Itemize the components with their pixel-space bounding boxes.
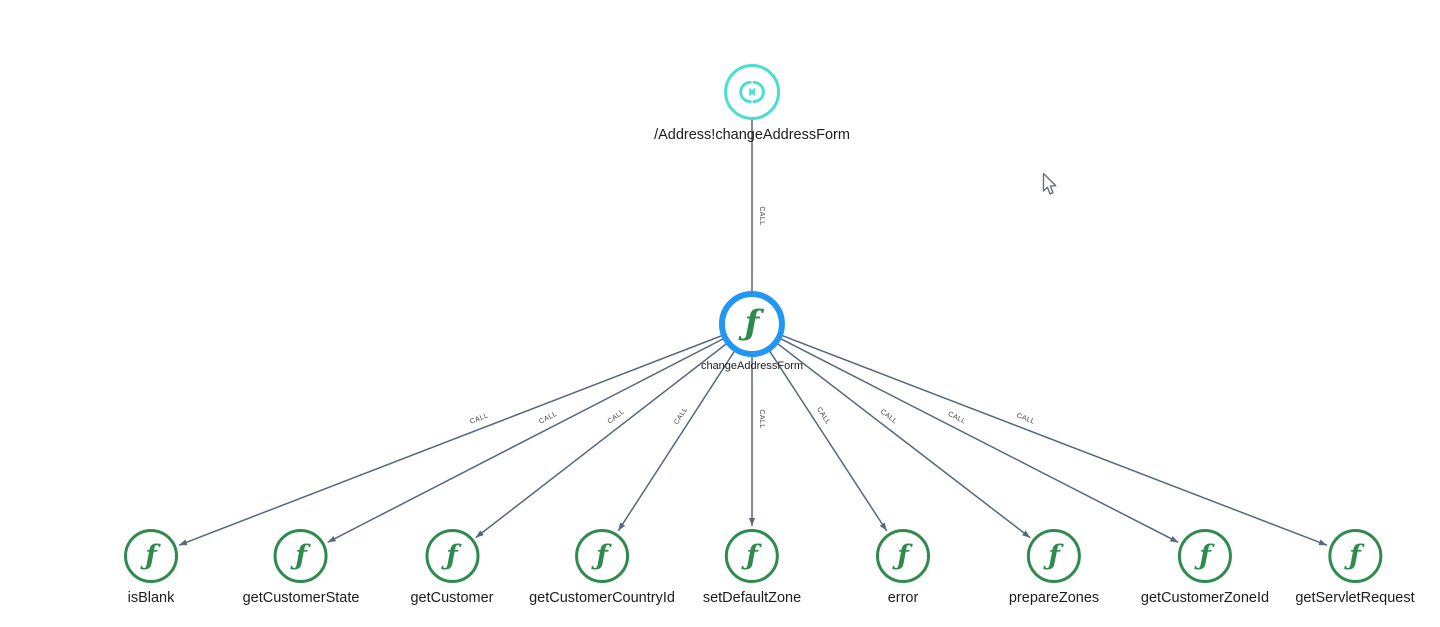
call-edge-label: CALL: [538, 411, 558, 426]
http-request-node[interactable]: /Address!changeAddressForm: [654, 64, 850, 143]
function-icon: ƒ: [295, 539, 307, 571]
function-label: setDefaultZone: [702, 590, 802, 606]
function-label: getCustomerState: [242, 590, 360, 606]
function-circle: ƒ: [876, 529, 930, 583]
http-request-circle: [724, 64, 780, 120]
function-label: error: [887, 590, 919, 606]
call-edge: [751, 323, 1328, 546]
function-circle: ƒ: [1327, 529, 1382, 583]
function-node-error[interactable]: ƒ error: [876, 529, 930, 606]
function-label: getCustomer: [410, 590, 494, 606]
function-icon: ƒ: [446, 539, 458, 571]
function-node-setDefaultZone[interactable]: ƒ setDefaultZone: [703, 529, 801, 606]
function-label: isBlank: [127, 590, 175, 606]
function-node-getCustomer[interactable]: ƒ getCustomer: [410, 529, 494, 606]
function-circle: ƒ: [575, 529, 629, 583]
http-request-label: /Address!changeAddressForm: [654, 127, 850, 143]
call-edge-label: CALL: [758, 206, 765, 225]
selected-function-node-changeAddressForm[interactable]: ƒ changeAddressForm: [701, 291, 803, 372]
function-node-prepareZones[interactable]: ƒ prepareZones: [1009, 529, 1099, 606]
function-circle: ƒ: [1027, 529, 1081, 583]
call-edge-label: CALL: [758, 409, 765, 428]
function-icon: ƒ: [1349, 539, 1361, 571]
call-edge-label: CALL: [1015, 412, 1035, 425]
call-edge-label: CALL: [469, 412, 489, 425]
function-circle: ƒ: [1178, 529, 1232, 583]
selected-function-circle: ƒ: [718, 291, 785, 357]
function-label: getCustomerZoneId: [1140, 590, 1270, 606]
mouse-cursor-icon: [1042, 172, 1057, 195]
call-edge-label: CALL: [947, 411, 967, 426]
function-icon: ƒ: [145, 539, 157, 571]
selected-function-label: changeAddressForm: [700, 360, 804, 372]
function-node-isBlank[interactable]: ƒ isBlank: [124, 529, 178, 606]
function-circle: ƒ: [124, 529, 178, 583]
call-edge: [327, 323, 753, 543]
http-request-icon: [739, 81, 765, 103]
function-icon: ƒ: [746, 539, 758, 571]
function-icon: ƒ: [744, 303, 760, 343]
call-edge: [751, 323, 1179, 543]
function-label: prepareZones: [1008, 590, 1100, 606]
function-circle: ƒ: [725, 529, 779, 583]
function-icon: ƒ: [596, 539, 608, 571]
call-edge-label: CALL: [673, 406, 689, 426]
call-edge: [751, 323, 1031, 539]
function-circle: ƒ: [274, 529, 328, 583]
call-edge: [751, 323, 888, 532]
function-circle: ƒ: [424, 529, 479, 583]
function-icon: ƒ: [1048, 539, 1060, 571]
function-icon: ƒ: [1199, 539, 1211, 571]
function-label: getCustomerCountryId: [529, 590, 675, 606]
function-label: getServletRequest: [1295, 590, 1415, 606]
call-edge-label: CALL: [815, 406, 831, 426]
function-node-getServletRequest[interactable]: ƒ getServletRequest: [1295, 529, 1415, 606]
function-node-getCustomerCountryId[interactable]: ƒ getCustomerCountryId: [529, 529, 675, 606]
function-icon: ƒ: [897, 539, 909, 571]
function-node-getCustomerZoneId[interactable]: ƒ getCustomerZoneId: [1141, 529, 1269, 606]
call-edge: [617, 323, 753, 532]
call-edge: [178, 323, 753, 546]
call-edge: [475, 323, 753, 539]
function-node-getCustomerState[interactable]: ƒ getCustomerState: [242, 529, 360, 606]
